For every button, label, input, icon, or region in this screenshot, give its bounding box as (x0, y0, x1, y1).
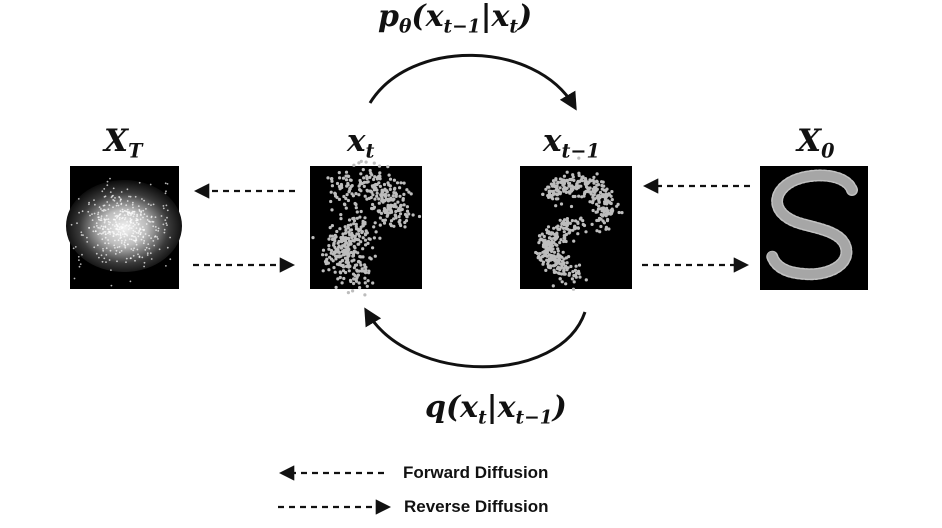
label-xT: XT (104, 123, 143, 163)
panel-xT (66, 166, 182, 289)
legend-forward-label: Forward Diffusion (403, 463, 549, 482)
panel-x0 (760, 166, 868, 290)
formula-p-theta: pθ(xt−1|xt) (378, 0, 533, 38)
panel-xt1 (520, 156, 632, 291)
legend-reverse-label: Reverse Diffusion (404, 497, 549, 516)
panel-xt (310, 159, 422, 297)
label-xt: xt (347, 123, 375, 163)
label-x0: X0 (797, 123, 835, 163)
label-xt1: xt−1 (543, 123, 600, 163)
formula-q: q(xt|xt−1) (425, 390, 567, 429)
arrow-q (364, 307, 587, 369)
arrow-p-theta (368, 53, 577, 111)
